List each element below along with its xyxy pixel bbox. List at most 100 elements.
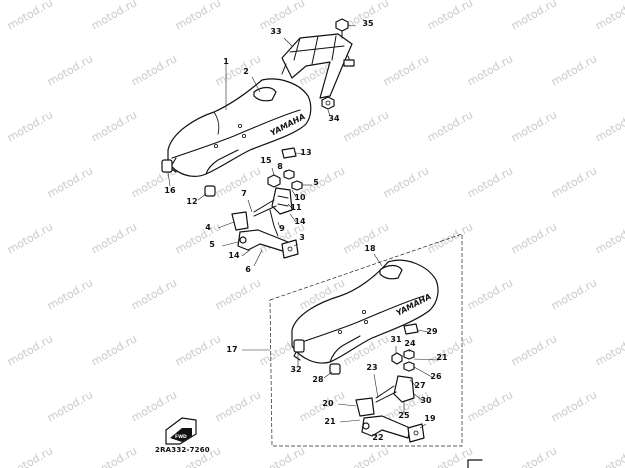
upper-callout-7: 7 [241, 189, 247, 198]
upper-callout-3: 3 [299, 233, 305, 242]
watermark-text: motod.ru [549, 164, 599, 200]
upper-callout-14: 14 [294, 217, 306, 226]
lower-seat-assembly: YAMAHA [269, 233, 463, 447]
watermark-text: motod.ru [549, 388, 599, 424]
watermark-text: motod.ru [213, 164, 263, 200]
upper-leader-10 [287, 203, 293, 209]
nut-34 [321, 96, 335, 110]
watermark-text: motod.ru [5, 220, 55, 256]
seat-upper: YAMAHA [167, 78, 312, 177]
watermark-text: motod.ru [341, 444, 391, 468]
lower-callout-24: 24 [404, 339, 416, 348]
damper-16 [161, 159, 173, 173]
damper-12 [204, 185, 216, 197]
corner-mark [467, 459, 483, 468]
watermark-text: motod.ru [549, 52, 599, 88]
upper-leader-9 [291, 189, 297, 198]
watermark-text: motod.ru [45, 276, 95, 312]
watermark-text: motod.ru [173, 332, 223, 368]
upper-callout-1: 1 [223, 57, 229, 66]
watermark-text: motod.ru [425, 220, 475, 256]
watermark-text: motod.ru [173, 0, 223, 33]
watermark-text: motod.ru [593, 220, 625, 256]
upper-callout-2: 2 [243, 67, 249, 76]
fwd-emblem: FWD [165, 417, 197, 445]
watermark-text: motod.ru [425, 108, 475, 144]
watermark-text: motod.ru [213, 276, 263, 312]
upper-callout-34: 34 [328, 114, 340, 123]
lower-leader-10 [323, 371, 333, 379]
lower-callout-30: 30 [420, 396, 432, 405]
lower-leader-12 [337, 403, 357, 407]
lower-callout-17: 17 [226, 345, 237, 354]
upper-callout-5: 5 [313, 178, 319, 187]
damper-32 [293, 339, 305, 353]
bolt-13 [281, 147, 297, 159]
upper-leader-16 [241, 249, 251, 257]
lower-callout-19: 19 [424, 414, 436, 423]
upper-callout-10: 10 [294, 193, 306, 202]
upper-leader-4 [327, 109, 331, 117]
upper-leader-12 [289, 213, 297, 223]
watermark-text: motod.ru [213, 52, 263, 88]
watermark-text: motod.ru [5, 332, 55, 368]
lower-leader-15 [339, 419, 361, 423]
lower-callout-21: 21 [324, 417, 336, 426]
lower-leader-14 [419, 423, 427, 429]
upper-callout-9: 9 [279, 224, 285, 233]
lower-leader-11 [373, 373, 379, 399]
lower-leader-0 [373, 253, 383, 267]
upper-leader-14 [217, 221, 235, 229]
assembly-17-box [269, 233, 463, 447]
upper-callout-11: 11 [290, 203, 302, 212]
watermark-text: motod.ru [45, 388, 95, 424]
upper-leader-2 [283, 37, 293, 47]
watermark-text: motod.ru [381, 164, 431, 200]
watermark-text: motod.ru [213, 388, 263, 424]
watermark-text: motod.ru [129, 52, 179, 88]
lower-leader-8 [413, 393, 423, 401]
bracket-19 [407, 423, 425, 443]
lower-callout-25: 25 [398, 411, 410, 420]
lower-callout-21: 21 [436, 353, 448, 362]
lower-callout-28: 28 [312, 375, 324, 384]
watermark-text: motod.ru [89, 444, 139, 468]
watermark-text: motod.ru [593, 332, 625, 368]
upper-leader-11 [247, 199, 253, 213]
leader-lines [167, 24, 439, 437]
seat-lower: YAMAHA [291, 259, 439, 364]
lower-fastener-cluster [391, 349, 415, 403]
upper-callout-35: 35 [362, 19, 374, 28]
watermark-text: motod.ru [509, 0, 559, 33]
lower-callout-26: 26 [430, 372, 442, 381]
watermark-text: motod.ru [465, 52, 515, 88]
upper-leader-13 [277, 221, 281, 229]
upper-callout-15: 15 [260, 156, 272, 165]
drawing-code: 2RA332-7260 [155, 446, 210, 454]
upper-leader-19 [167, 171, 171, 187]
lower-leader-4 [408, 348, 411, 353]
fastener-cluster [267, 169, 303, 215]
upper-leader-6 [271, 167, 275, 176]
lower-callout-18: 18 [364, 244, 376, 253]
watermark-text: motod.ru [509, 220, 559, 256]
upper-leader-18 [293, 243, 299, 247]
lower-callout-32: 32 [290, 365, 301, 374]
watermark-text: motod.ru [45, 164, 95, 200]
watermark-text: motod.ru [465, 164, 515, 200]
upper-callout-6: 6 [245, 265, 251, 274]
watermark-text: motod.ru [465, 276, 515, 312]
upper-callout-14: 14 [228, 251, 240, 260]
watermark-text: motod.ru [5, 444, 55, 468]
damper-28 [329, 363, 341, 375]
lower-callout-27: 27 [414, 381, 425, 390]
lower-leader-16 [371, 433, 377, 437]
callout-labels: 1233353413158510117149451463161218172931… [164, 19, 448, 442]
upper-callout-16: 16 [164, 186, 176, 195]
upper-leader-17 [253, 249, 263, 267]
watermark-text: motod.ru [89, 0, 139, 33]
watermark-text: motod.ru [257, 0, 307, 33]
watermark-text: motod.ru [425, 332, 475, 368]
fwd-label: FWD [175, 434, 187, 440]
watermark-text: motod.ru [465, 388, 515, 424]
